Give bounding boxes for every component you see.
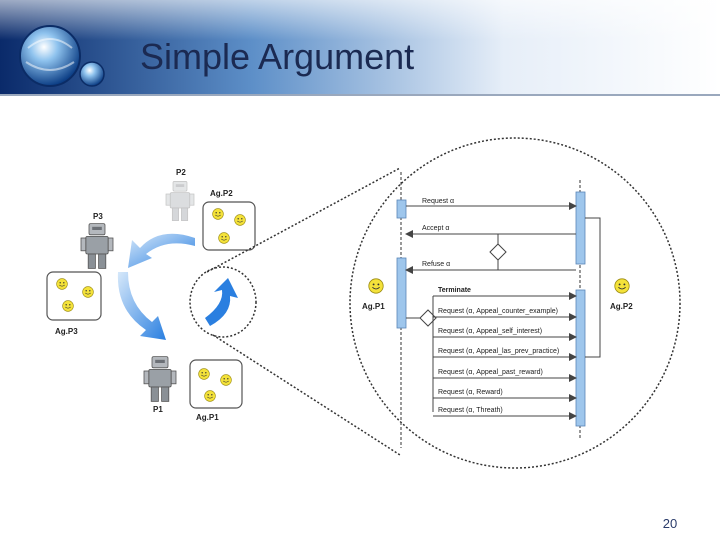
agent-box-agp2 xyxy=(202,201,256,251)
smiley-face-icon xyxy=(212,208,224,220)
smiley-face-icon xyxy=(56,278,68,290)
seq-agent-right: Ag.P2 xyxy=(610,302,633,311)
zoom-circle xyxy=(349,137,681,469)
msg-terminate: Terminate xyxy=(438,287,471,294)
slide-title: Simple Argument xyxy=(140,36,415,77)
person-label-p3: P3 xyxy=(93,212,103,221)
magnify-circle-icon xyxy=(189,266,257,338)
smiley-face-icon xyxy=(614,278,630,294)
slide-header xyxy=(0,0,720,96)
person-label-p2: P2 xyxy=(176,168,186,177)
smiley-face-icon xyxy=(204,390,216,402)
smiley-face-icon xyxy=(82,286,94,298)
robot-person-icon xyxy=(165,181,195,221)
cycle-arrow-icon xyxy=(117,233,238,340)
request-item: Request (α, Appeal_counter_example) xyxy=(438,308,558,315)
smiley-face-icon xyxy=(220,374,232,386)
smiley-face-icon xyxy=(234,214,246,226)
smiley-face-icon xyxy=(62,300,74,312)
person-label-p1: P1 xyxy=(153,405,163,414)
request-messages: Request (α, Appeal_counter_example) Requ… xyxy=(433,308,577,420)
robot-person-icon xyxy=(143,356,177,402)
agent-label-agp3: Ag.P3 xyxy=(55,327,78,336)
agent-label-agp1: Ag.P1 xyxy=(196,413,219,422)
msg-request: Request α xyxy=(422,198,454,205)
request-item: Request (α, Threath) xyxy=(438,407,503,414)
request-item: Request (α, Appeal_past_reward) xyxy=(438,369,543,376)
request-item: Request (α, Appeal_las_prev_practice) xyxy=(438,348,559,355)
robot-person-icon xyxy=(80,223,114,269)
agent-box-agp1 xyxy=(189,359,243,409)
agent-box-agp3 xyxy=(46,271,102,321)
request-item: Request (α, Appeal_self_interest) xyxy=(438,328,542,335)
msg-refuse: Refuse α xyxy=(422,261,450,268)
msg-accept: Accept α xyxy=(422,225,449,232)
smiley-face-icon xyxy=(368,278,384,294)
request-item: Request (α, Reward) xyxy=(438,389,503,396)
page-number: 20 xyxy=(662,516,678,531)
seq-agent-left: Ag.P1 xyxy=(362,302,385,311)
smiley-face-icon xyxy=(218,232,230,244)
globe-logo-icon xyxy=(19,25,105,87)
smiley-face-icon xyxy=(198,368,210,380)
agent-label-agp2: Ag.P2 xyxy=(210,189,233,198)
